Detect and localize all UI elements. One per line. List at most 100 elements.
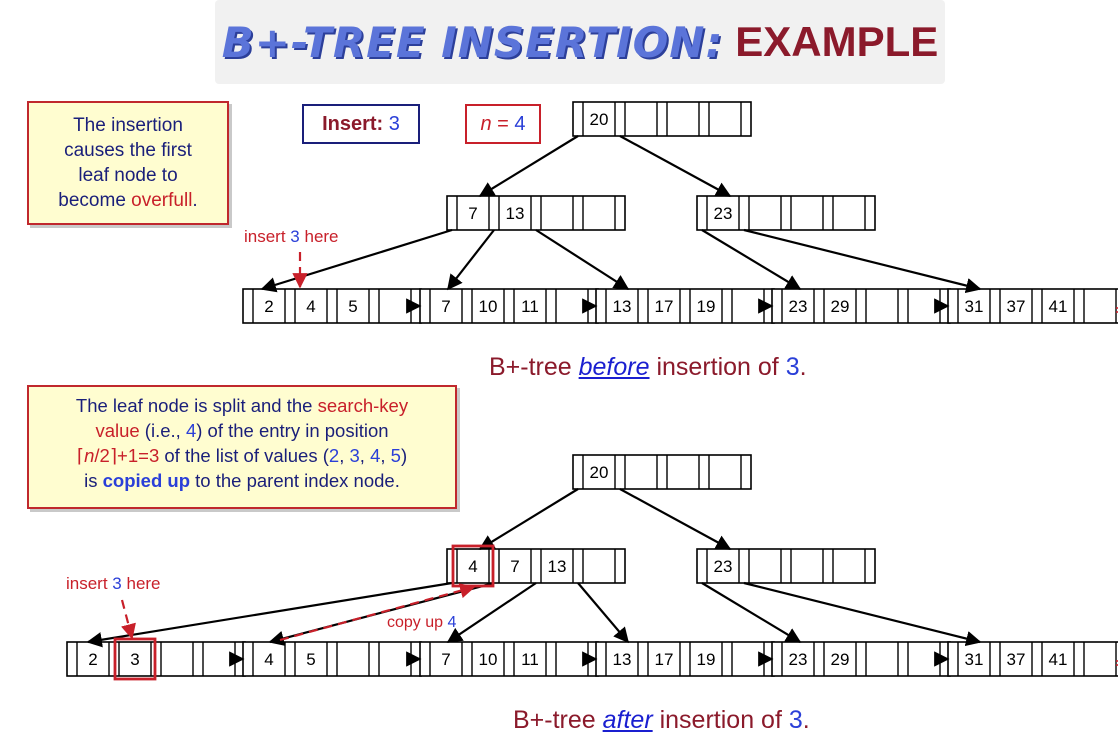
- key-value: 20: [590, 463, 609, 482]
- before-internal-edge: [743, 228, 982, 294]
- n-value: 4: [514, 113, 526, 135]
- key-value: 23: [789, 650, 808, 669]
- note-bottom-line: ⌈n/2⌉+1=3 of the list of values (2, 3, 4…: [29, 443, 455, 468]
- key-value: 2: [264, 297, 273, 316]
- after-internal-edge: [743, 581, 982, 647]
- after-leaf-node-frame: [595, 641, 775, 677]
- note-top-line: causes the first: [64, 140, 192, 161]
- key-value: 29: [831, 297, 850, 316]
- before-root-edge: [619, 135, 732, 197]
- key-value: 37: [1007, 650, 1026, 669]
- after-leaf-node-frame: [947, 641, 1118, 677]
- after-internal-edge: [446, 582, 537, 643]
- text: insertion of: [649, 353, 786, 381]
- text: 4: [370, 445, 381, 466]
- text: after: [602, 706, 653, 734]
- text: B+-tree: [489, 353, 579, 381]
- key-value: 7: [510, 557, 519, 576]
- key-value: 13: [506, 204, 525, 223]
- caption-before: B+-tree before insertion of 3.: [489, 353, 807, 382]
- slide-title: B+-TREE INSERTION: EXAMPLE: [215, 0, 945, 84]
- text: here: [121, 574, 161, 593]
- text: B+-tree: [513, 706, 603, 734]
- text: search-key: [317, 395, 409, 416]
- key-value: 17: [655, 297, 674, 316]
- key-value: 23: [714, 204, 733, 223]
- title-part2: EXAMPLE: [735, 18, 939, 65]
- key-value: 10: [479, 650, 498, 669]
- text: value: [95, 420, 140, 441]
- before-leaf-node: 31 37 41: [947, 288, 1118, 324]
- after-leaf-node-frame: [771, 641, 951, 677]
- text: ,: [380, 445, 391, 466]
- text: 3: [788, 706, 803, 734]
- before-internal-edge: [535, 229, 630, 290]
- after-internal-edge: [86, 581, 453, 648]
- key-value: 4: [468, 557, 477, 576]
- key-value: 29: [831, 650, 850, 669]
- n-tag: n = 4: [465, 104, 541, 144]
- before-leaf-node-frame: [771, 288, 951, 324]
- text: .: [799, 353, 807, 381]
- key-value: 7: [468, 204, 477, 223]
- key-value: 41: [1049, 650, 1068, 669]
- after-root-node-frame: [572, 454, 752, 490]
- key-value: 17: [655, 650, 674, 669]
- insert-tag-label: Insert:: [322, 113, 384, 135]
- key-value: 2: [88, 650, 97, 669]
- note-top-line: become overfull.: [29, 188, 227, 213]
- before-internal-node: 23: [696, 195, 876, 231]
- text: /2⌉: [94, 445, 118, 466]
- before-leaf-node: 23 29: [771, 288, 951, 324]
- text: here: [299, 227, 339, 246]
- text: copy up: [387, 614, 448, 631]
- insert-here-label-bottom: insert 3 here: [66, 574, 161, 594]
- text: insert: [244, 227, 291, 246]
- key-value: 41: [1049, 297, 1068, 316]
- key-value: 7: [441, 297, 450, 316]
- note-top-line: leaf node to: [78, 165, 178, 186]
- before-internal-edge: [260, 228, 453, 293]
- before-internal-edge: [447, 229, 495, 291]
- text: is: [84, 470, 103, 491]
- after-root-node: 20: [572, 454, 752, 490]
- after-internal-node-frame: [696, 548, 876, 584]
- before-internal-node-frame: [446, 195, 626, 231]
- after-insert-position-arrow: [120, 599, 136, 640]
- key-value: 37: [1007, 297, 1026, 316]
- note-bottom-line: is copied up to the parent index node.: [29, 468, 455, 493]
- key-value: 11: [521, 650, 539, 669]
- note-top: The insertion causes the first leaf node…: [27, 101, 229, 225]
- note-bottom-line: The leaf node is split and the search-ke…: [29, 393, 455, 418]
- key-value: 4: [306, 297, 315, 316]
- text: ,: [339, 445, 350, 466]
- before-internal-node-frame: [696, 195, 876, 231]
- key-value: 23: [789, 297, 808, 316]
- key-value: 4: [264, 650, 273, 669]
- before-root-node-frame: [572, 101, 752, 137]
- text: ): [400, 445, 408, 466]
- text: 5: [390, 445, 401, 466]
- after-root-edge: [478, 488, 579, 550]
- text: +1=3: [117, 445, 160, 466]
- note-bottom: The leaf node is split and the search-ke…: [27, 385, 457, 509]
- key-value: 19: [697, 297, 716, 316]
- note-top-line: The insertion: [73, 115, 183, 136]
- before-root-edge: [478, 135, 579, 197]
- text: 3: [785, 353, 800, 381]
- text: 3: [290, 227, 300, 246]
- text: of the list of values (: [159, 445, 329, 466]
- key-value: 23: [714, 557, 733, 576]
- key-value: 31: [965, 297, 984, 316]
- after-internal-edge: [577, 582, 629, 644]
- text: 4: [447, 614, 457, 631]
- insert-tag: Insert: 3: [302, 104, 420, 144]
- key-value: 5: [306, 650, 315, 669]
- before-leaf-node-frame: [947, 288, 1118, 324]
- after-internal-node: 23: [696, 548, 876, 584]
- n-eq: =: [491, 113, 515, 135]
